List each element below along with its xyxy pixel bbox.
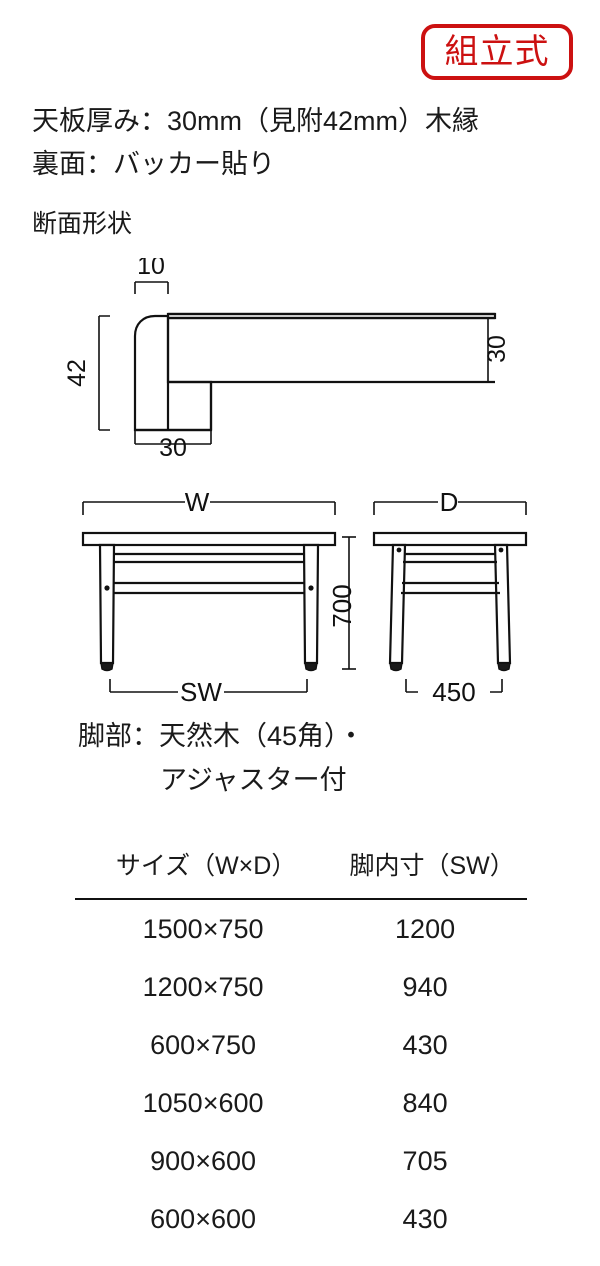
side-leg-right [493,543,512,665]
front-table-top [81,531,337,547]
front-stretcher [113,581,305,595]
front-bolt-right [308,585,314,591]
front-apron-upper [114,552,304,564]
size-table: サイズ（W×D） 脚内寸（SW） 1500×750 1200 1200×750 … [75,846,527,1248]
dim-label-W: W [185,487,210,517]
side-table-top [372,531,528,547]
side-bolt-right [498,547,504,553]
leg-note-line-2: アジャスター付 [160,765,347,795]
side-leg-left [388,543,407,665]
dim-bracket-W [82,501,336,515]
cell-size: 1050×600 [142,1087,264,1118]
front-bolt-left [104,585,110,591]
front-view: W SW [81,487,337,706]
side-bolt-left [396,547,402,553]
side-stretcher [401,581,500,595]
assembly-type-badge: 組立式 [421,24,573,80]
table-row: 900×600 705 [75,1132,527,1190]
dim-bracket-30-bottom [134,430,212,445]
cross-section-diagram: 10 30 42 30 [63,258,511,458]
front-adjuster-left [100,662,114,672]
dim-bracket-10 [134,281,169,294]
dim-label-30-right: 30 [483,335,511,363]
cell-sw: 705 [402,1145,448,1176]
cell-sw: 840 [402,1087,448,1118]
cell-size: 900×600 [150,1145,257,1176]
cell-sw: 430 [402,1203,448,1234]
side-view: D 450 [372,487,528,706]
size-table-head: サイズ（W×D） 脚内寸（SW） [75,846,527,899]
side-apron-upper [403,552,497,564]
dim-label-450: 450 [432,677,475,706]
cell-sw: 430 [402,1029,448,1060]
cell-size: 600×600 [150,1203,257,1234]
column-header-size: サイズ（W×D） [115,852,297,880]
front-leg-left [98,543,116,665]
table-row: 1050×600 840 [75,1074,527,1132]
front-leg-right [302,543,320,665]
front-adjuster-right [304,662,318,672]
spec-back-face: 裏面：バッカー貼り [32,149,275,179]
side-adjuster-left [389,662,403,672]
cell-size: 1500×750 [142,913,264,944]
dim-label-42: 42 [63,359,91,387]
size-table-body: 1500×750 1200 1200×750 940 600×750 430 1… [75,899,527,1248]
cell-sw: 940 [402,971,448,1002]
table-row: 1500×750 1200 [75,899,527,958]
table-views-diagram: W SW 70 [81,487,528,706]
dim-height-700: 700 [327,536,357,670]
table-row: 1200×750 940 [75,958,527,1016]
dim-label-SW: SW [180,677,222,706]
dim-bracket-450 [405,679,503,693]
cross-section-heading: 断面形状 [32,210,133,238]
cell-size: 600×750 [150,1029,257,1060]
spec-top-panel-thickness: 天板厚み：30mm（見附42mm）木縁 [32,106,480,136]
dim-label-D: D [440,487,459,517]
dim-label-10: 10 [137,258,165,280]
cell-sw: 1200 [395,913,456,944]
leg-note-line-1: 脚部：天然木（45角）・ [78,721,365,751]
dim-bracket-SW [109,679,308,693]
table-row: 600×600 430 [75,1190,527,1248]
table-row: 600×750 430 [75,1016,527,1074]
dim-bracket-42 [98,315,110,431]
column-header-sw: 脚内寸（SW） [349,852,515,880]
size-table-header-row: サイズ（W×D） 脚内寸（SW） [75,846,527,899]
cell-size: 1200×750 [142,971,264,1002]
dim-label-700: 700 [327,584,357,627]
profile-outline [133,312,497,432]
dim-bracket-D [373,501,527,515]
dim-label-30-bottom: 30 [159,434,187,458]
side-adjuster-right [497,662,511,672]
